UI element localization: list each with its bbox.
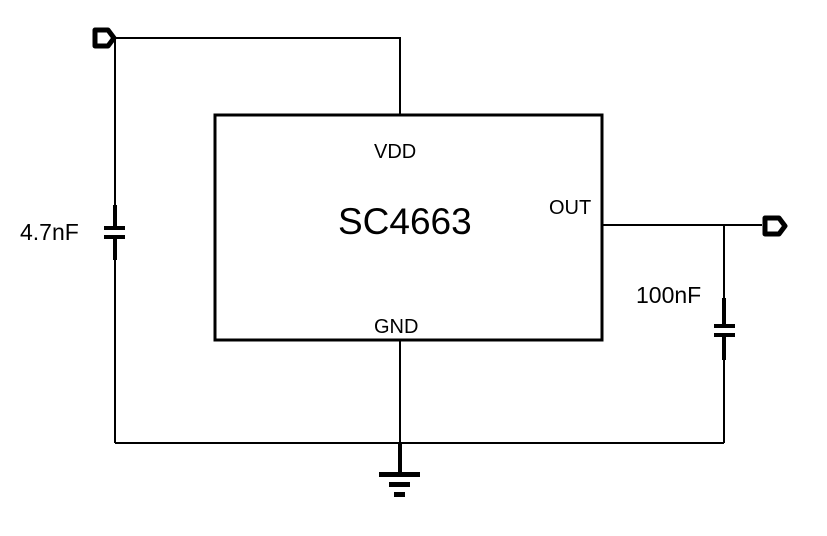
ground-icon	[379, 443, 420, 497]
output-port-icon	[762, 215, 788, 237]
capacitor-100nf	[714, 298, 735, 360]
capacitor-4-7nf	[104, 205, 125, 260]
pin-label-out: OUT	[549, 197, 592, 219]
chip-body	[213, 113, 604, 342]
input-port-icon	[92, 27, 117, 49]
capacitor-label-100nf: 100nF	[636, 282, 702, 308]
pin-label-vdd: VDD	[374, 141, 417, 163]
capacitor-label-4-7nf: 4.7nF	[20, 219, 79, 245]
pin-label-gnd: GND	[374, 316, 419, 338]
vdd-wire	[115, 37, 401, 115]
chip-name: SC4663	[338, 201, 472, 242]
